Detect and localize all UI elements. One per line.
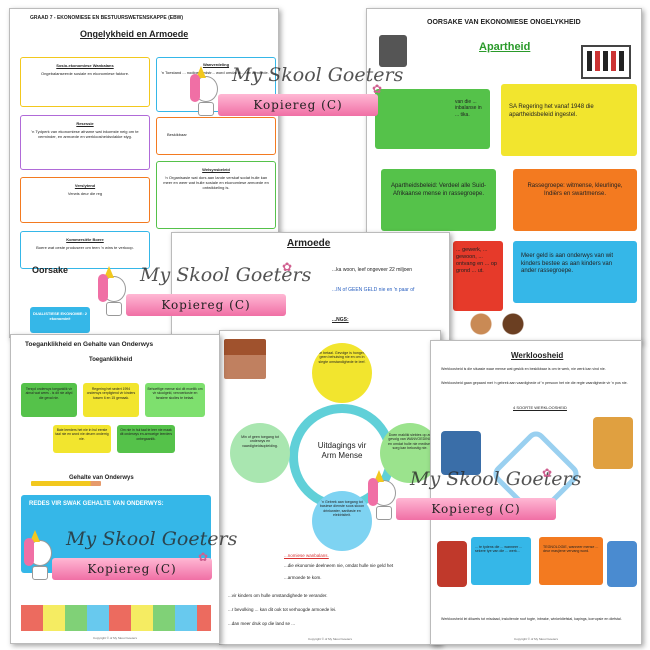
portrait-icon bbox=[379, 35, 407, 67]
term-box: Welsynsbeleid 'n Organisasie wat dors aa… bbox=[156, 161, 276, 229]
term-box: Resessie 'n Tydperk van ekonomiese afnam… bbox=[20, 115, 150, 170]
copyright-watermark: Kopiereg (C) My Skool Goeters ✿ bbox=[366, 462, 581, 524]
cause-box: Apartheidsbeleid: Verdeel alle Suid-Afri… bbox=[381, 169, 496, 231]
type-box: ... te tydens die ... wanneer ... sekere… bbox=[471, 537, 531, 585]
page-title: Ongelykheid en Armoede bbox=[80, 29, 189, 39]
term-box: Sosio-ekonomiese Wanbalans Ongebalanseer… bbox=[20, 57, 150, 107]
flower-icon: ✿ bbox=[372, 82, 383, 96]
flower-icon: ✿ bbox=[542, 466, 553, 480]
flower-icon: ✿ bbox=[282, 260, 293, 274]
cause-box: Meer geld is aan onderwys van wit kinder… bbox=[513, 241, 637, 303]
page-title: Toeganklikheid en Gehalte van Onderwys bbox=[25, 341, 154, 348]
page-subtitle: Apartheid bbox=[479, 41, 531, 53]
cause-box: SA Regering het vanaf 1948 die apartheid… bbox=[501, 84, 637, 156]
section-title: Oorsake bbox=[32, 265, 69, 275]
worker-icon bbox=[441, 431, 481, 475]
flower-icon: ✿ bbox=[198, 550, 209, 564]
cause-box: DUALISTIESE EKONOMIE: 2 ekonomieë bbox=[30, 307, 90, 333]
page-header: GRAAD 7 - EKONOMIESE EN BESTUURSWETENSKA… bbox=[30, 15, 184, 21]
diagram-center: Uitdagings vir Arm Mense bbox=[317, 441, 367, 460]
challenge-circle: te betaal. Gevolge is honger, geen behui… bbox=[312, 343, 372, 403]
term-box: Wanverdeling 'n Toestand ... nodige weds… bbox=[156, 57, 276, 112]
hands-icon bbox=[457, 309, 537, 339]
page-title: OORSAKE VAN EKONOMIESE ONGELYKHEID bbox=[427, 19, 581, 26]
houses-icon bbox=[224, 339, 266, 379]
access-box: Tersyd onderwys toeganklik vir almal wat… bbox=[21, 383, 77, 417]
term-box: Kommersiële Boere Boere wat oeste produs… bbox=[20, 231, 150, 269]
people-sign-icon bbox=[581, 45, 631, 79]
worker-icon bbox=[607, 541, 637, 587]
copyright-watermark: Kopiereg (C) My Skool Goeters ✿ bbox=[96, 258, 311, 320]
school-icons-row bbox=[21, 605, 211, 631]
access-box: Om nie in hul taal te leer nie maak dit … bbox=[117, 425, 175, 453]
term-box: Beskikbaar bbox=[156, 117, 276, 155]
cause-box: van die ... inbalanse in ... tika. bbox=[375, 89, 490, 149]
cause-box: ... gewerk, ... gewoon, ... ontvang en .… bbox=[453, 241, 503, 311]
cause-box: Rassegroepe: witmense, kleurlinge, Indië… bbox=[513, 169, 637, 231]
challenges-diagram: Uitdagings vir Arm Mense te betaal. Gevo… bbox=[230, 343, 440, 551]
type-box: TEGNOLOGIE, wanneer mense ... deur masji… bbox=[539, 537, 603, 585]
worker-icon bbox=[593, 417, 633, 469]
access-box: Regering het sedert 1994 onderwys verpli… bbox=[83, 383, 139, 417]
pencil-icon bbox=[31, 481, 101, 486]
access-box: Behoeftige mense sloi dit moeilik om vir… bbox=[145, 383, 205, 417]
unicorn-icon bbox=[366, 466, 402, 520]
access-box: Baie leerders het nie in hul eerste taal… bbox=[53, 425, 111, 453]
unicorn-icon bbox=[188, 62, 224, 116]
worksheet-inequality: GRAAD 7 - EKONOMIESE EN BESTUURSWETENSKA… bbox=[9, 8, 279, 338]
page-title: Armoede bbox=[287, 238, 331, 249]
challenge-circle: 'n Gebrek aan toegang tot basiese dienst… bbox=[312, 491, 372, 551]
term-box: Verslytend Verwis deur die reg bbox=[20, 177, 150, 223]
unicorn-icon bbox=[96, 262, 132, 316]
unicorn-icon bbox=[22, 526, 58, 580]
copyright-watermark: Kopiereg (C) My Skool Goeters ✿ bbox=[188, 58, 403, 120]
copyright-watermark: Kopiereg (C) My Skool Goeters ✿ bbox=[22, 522, 237, 584]
worksheet-unemployment: Werkloosheid Werkloosheid is die situasi… bbox=[430, 340, 642, 645]
worker-icon bbox=[437, 541, 467, 587]
page-title: Werkloosheid bbox=[511, 351, 564, 360]
challenge-circle: Min of geen toegang tot onderwys en vaar… bbox=[230, 423, 290, 483]
worksheet-education: Toeganklikheid en Gehalte van Onderwys T… bbox=[10, 334, 220, 644]
